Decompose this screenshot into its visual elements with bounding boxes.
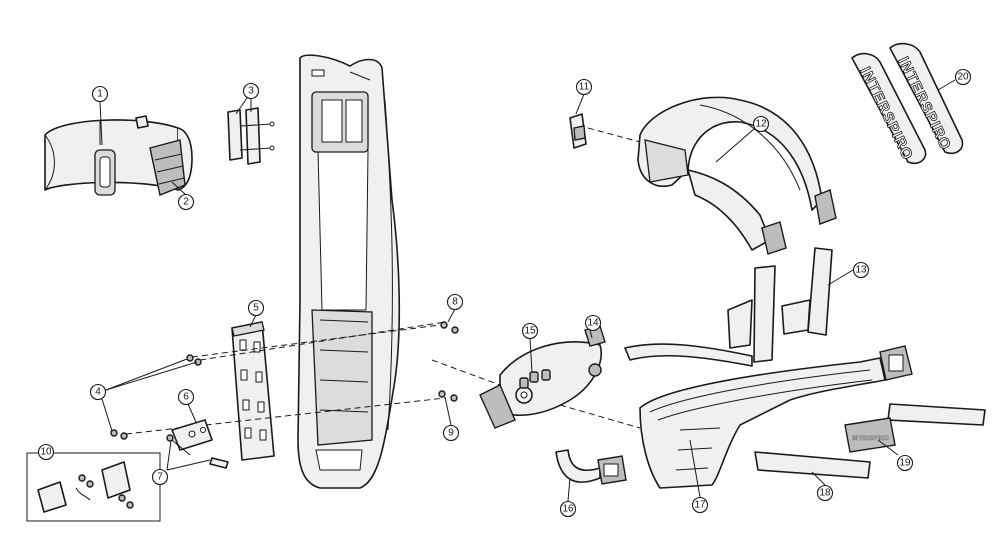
callout-18: 18	[816, 484, 834, 502]
svg-text:14: 14	[587, 318, 599, 329]
hip-belt-part-17	[639, 345, 913, 489]
inset-kit-part-10	[26, 452, 161, 522]
svg-text:6: 6	[183, 392, 189, 403]
callout-17: 17	[691, 496, 709, 514]
svg-text:4: 4	[95, 387, 101, 398]
callout-5: 5	[247, 299, 265, 317]
svg-text:9: 9	[448, 428, 454, 439]
leader-lines	[99, 79, 956, 502]
svg-text:19: 19	[899, 458, 911, 469]
callout-10: 10	[37, 443, 55, 461]
bolts-part-7	[166, 434, 229, 469]
shoulder-harness-part-12	[637, 96, 837, 255]
callout-1: 1	[91, 85, 109, 103]
svg-text:10: 10	[40, 447, 52, 458]
cylinder-band-part-1	[44, 119, 193, 196]
svg-text:12: 12	[755, 119, 767, 130]
strap-part-16	[555, 449, 627, 485]
callout-12: 12	[752, 115, 770, 133]
backplate-frame	[297, 54, 401, 489]
svg-text:11: 11	[579, 82, 590, 93]
straps-part-13	[624, 247, 833, 367]
callout-13: 13	[852, 261, 870, 279]
callout-16: 16	[559, 500, 577, 518]
svg-text:13: 13	[855, 265, 867, 276]
mounting-plate-part-5	[231, 321, 275, 461]
callout-9: 9	[442, 424, 460, 442]
svg-text:16: 16	[562, 504, 574, 515]
svg-text:5: 5	[253, 303, 259, 314]
callout-19: 19	[896, 454, 914, 472]
svg-text:15: 15	[524, 326, 536, 337]
callout-7: 7	[151, 468, 169, 486]
waist-strap-part-18	[754, 403, 986, 479]
buckle-brand-text: INTERSPIRO	[852, 436, 889, 442]
screws-part-8	[440, 321, 459, 334]
callout-2: 2	[177, 193, 195, 211]
svg-text:18: 18	[819, 488, 831, 499]
svg-text:3: 3	[248, 86, 254, 97]
svg-text:17: 17	[694, 500, 706, 511]
valve-part-15	[431, 359, 641, 429]
callout-8: 8	[446, 293, 464, 311]
clip-part-11	[569, 113, 641, 149]
svg-text:8: 8	[452, 297, 458, 308]
clip-part-6	[171, 419, 213, 451]
callout-15: 15	[521, 322, 539, 340]
svg-text:20: 20	[957, 72, 969, 83]
callout-3: 3	[242, 82, 260, 100]
callout-6: 6	[177, 388, 195, 406]
screws-part-9	[438, 390, 458, 402]
svg-text:2: 2	[183, 197, 189, 208]
callout-14: 14	[584, 314, 602, 332]
callout-11: 11	[575, 78, 593, 96]
callout-20: 20	[954, 68, 972, 86]
callout-4: 4	[89, 383, 107, 401]
svg-text:1: 1	[97, 89, 103, 100]
buckle-part-2	[135, 115, 186, 196]
hip-mount-part-14	[499, 325, 606, 416]
svg-text:7: 7	[157, 472, 163, 483]
bracket-part-3	[227, 107, 275, 165]
